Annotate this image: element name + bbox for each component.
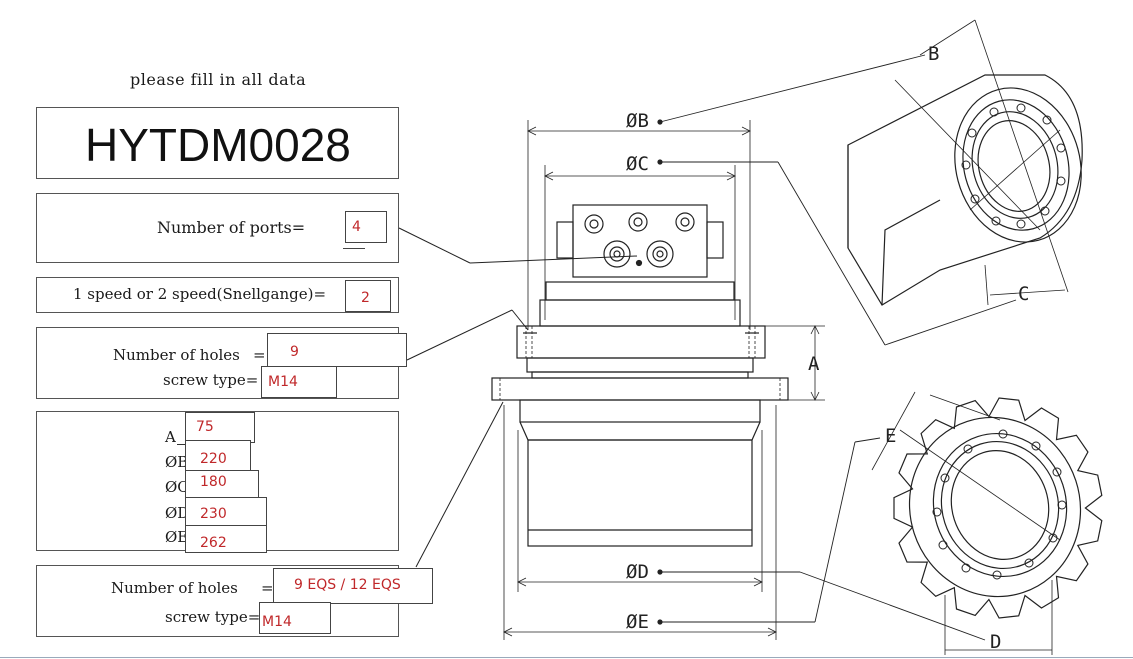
- dim-c-label: ØC: [165, 478, 189, 496]
- upper-screw-field[interactable]: M14: [261, 366, 337, 398]
- label-phi-d: ØD: [626, 561, 649, 583]
- lower-holes-field[interactable]: 9 EQS / 12 EQS: [273, 568, 433, 604]
- dim-a-label: A: [165, 428, 176, 446]
- lower-screw-label: screw type=: [165, 608, 261, 626]
- ports-underline: [343, 248, 365, 249]
- model-code-box: HYTDM0028: [36, 107, 399, 179]
- speed-label: 1 speed or 2 speed(Snellgange)=: [73, 285, 327, 303]
- speed-field[interactable]: 2: [345, 280, 391, 312]
- label-phi-e: ØE: [626, 611, 649, 633]
- dim-e-label: ØE: [165, 528, 189, 546]
- dim-b-label: ØB: [165, 453, 189, 471]
- upper-flange-box: Number of holes = 9 screw type= M14: [36, 327, 407, 399]
- bottom-rule: [0, 657, 1133, 658]
- upper-holes-field[interactable]: 9: [267, 333, 407, 367]
- label-d: D: [990, 631, 1001, 653]
- ports-field[interactable]: 4: [345, 211, 387, 243]
- model-code[interactable]: HYTDM0028: [85, 119, 351, 171]
- upper-screw-label: screw type=: [163, 371, 259, 389]
- instruction-text: please fill in all data: [130, 70, 307, 89]
- dim-a-field[interactable]: 75: [185, 412, 255, 443]
- dim-e-field[interactable]: 262: [185, 525, 267, 553]
- speed-box: 1 speed or 2 speed(Snellgange)= 2: [36, 277, 399, 313]
- sprocket-outline: [893, 397, 1103, 619]
- upper-holes-eq: =: [253, 346, 266, 364]
- lower-screw-field[interactable]: M14: [259, 602, 331, 634]
- dimensions-box: A 75 ØB 220 ØC 180 ØD 230 ØE 262: [36, 411, 399, 553]
- ports-box: Number of ports= 4: [36, 193, 399, 263]
- lower-holes-label: Number of holes: [111, 579, 238, 597]
- leader-upper-holes: [406, 309, 513, 361]
- label-e: E: [885, 425, 896, 447]
- label-a: A: [808, 353, 820, 375]
- dim-d-field[interactable]: 230: [185, 497, 267, 528]
- label-c: C: [1018, 283, 1029, 305]
- dim-a-underline: [177, 444, 186, 445]
- upper-bolt-holes: [961, 103, 1066, 229]
- lower-holes-eq: =: [261, 579, 274, 597]
- dim-c-field[interactable]: 180: [185, 470, 259, 499]
- label-phi-b: ØB: [626, 110, 649, 132]
- leader-ports: [398, 227, 471, 264]
- dim-b-field[interactable]: 220: [185, 440, 251, 472]
- label-phi-c: ØC: [626, 153, 649, 175]
- sprocket-bolt-holes: [932, 429, 1067, 580]
- leader-lower-holes: [415, 401, 504, 568]
- label-b: B: [928, 43, 939, 65]
- ports-label: Number of ports=: [157, 218, 306, 237]
- upper-holes-label: Number of holes: [113, 346, 240, 364]
- lower-flange-box: Number of holes = 9 EQS / 12 EQS screw t…: [36, 565, 433, 637]
- dim-d-label: ØD: [165, 504, 190, 522]
